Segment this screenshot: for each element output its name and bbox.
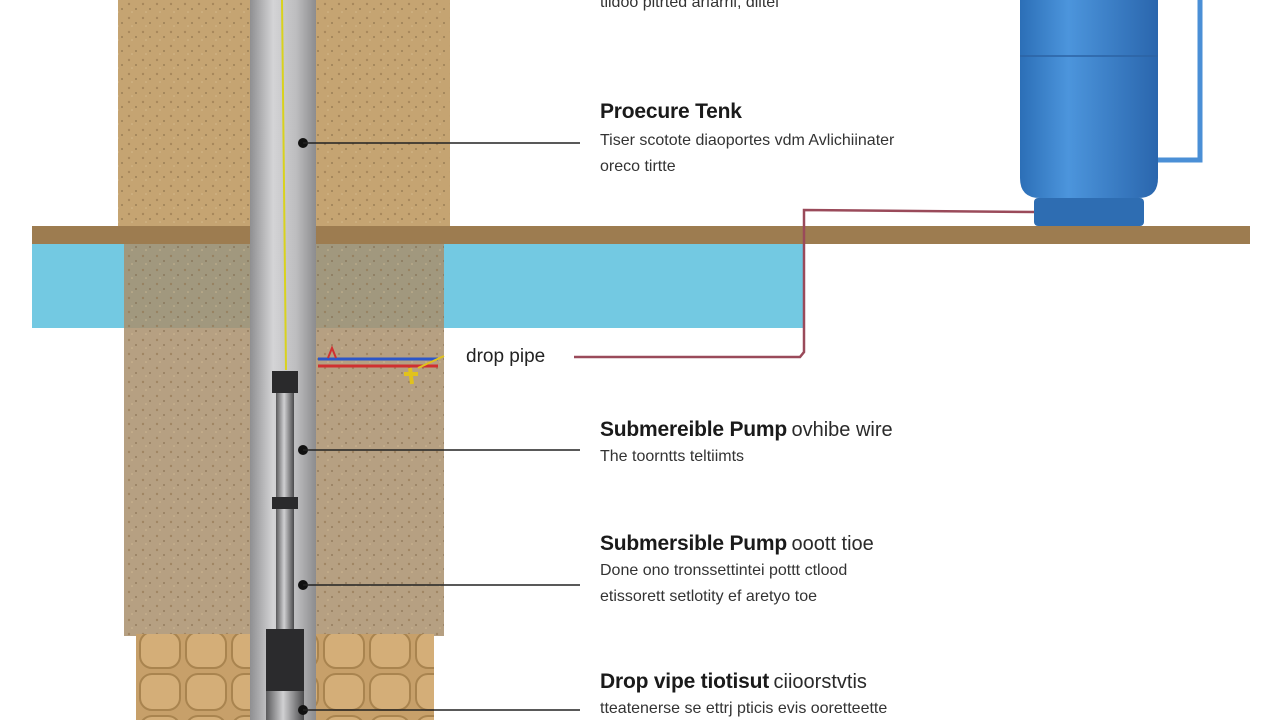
wire-red-tip [327,345,337,359]
callout-leaders [298,138,580,715]
pump-motor [266,629,304,691]
top-partial-text: tiidoo pitrted arfarril, diltel [600,0,779,11]
drop-vipe-suffix: ciioorstvtis [773,671,867,693]
tank-outlet-pipe [1158,0,1203,163]
top-partial-label: tiidoo pitrted arfarril, diltel [600,0,779,16]
submersible-pump-1-suffix: ovhibe wire [791,419,893,441]
submersible-pump-1-label: Submereible Pump ovhibe wire The toorntt… [600,418,893,470]
submersible-pump-2-desc-2: etissorett setlotity ef aretyo toe [600,588,817,605]
wire-yellow-branch [417,355,445,369]
submersible-pump-2-title: Submersible Pump [600,532,788,555]
drop-vipe-label: Drop vipe tiotisut ciioorstvtis tteatene… [600,670,887,722]
pressure-tank-desc-1: Tiser scotote diaoportes vdm Avlichiinat… [600,132,895,149]
submersible-pump-2-suffix: ooott tioe [791,533,874,555]
pressure-tank [1020,0,1158,198]
submersible-pump-2-desc-1: Done ono tronssettintei pottt ctlood [600,562,848,579]
submersible-pump-2-label: Submersible Pump ooott tioe Done ono tro… [600,532,874,610]
wire-yellow-connector [404,367,418,385]
pump-body [276,509,294,629]
supply-line [574,208,1037,359]
pressure-tank-title: Proecure Tenk [600,100,742,123]
drop-vipe-desc-1: tteatenerse se ettrj pticis evis oorette… [600,700,888,717]
pump-cap [272,371,298,393]
drop-pipe-segment [276,393,294,497]
electrical-wire [281,0,287,371]
drop-pipe-label: drop pipe [466,346,546,367]
pressure-tank-desc-2: oreco tirtte [600,158,676,175]
submersible-pump-1-desc-1: The toorntts teltiimts [600,448,745,465]
pressure-tank-label: Proecure Tenk Tiser scotote diaoportes v… [600,100,894,180]
pump-base [266,691,304,720]
drop-vipe-title: Drop vipe tiotisut [600,670,770,693]
ground-surface [32,226,1250,244]
pipe-coupling [272,497,298,509]
tank-base [1034,198,1144,226]
submersible-pump-1-title: Submereible Pump [600,418,788,441]
